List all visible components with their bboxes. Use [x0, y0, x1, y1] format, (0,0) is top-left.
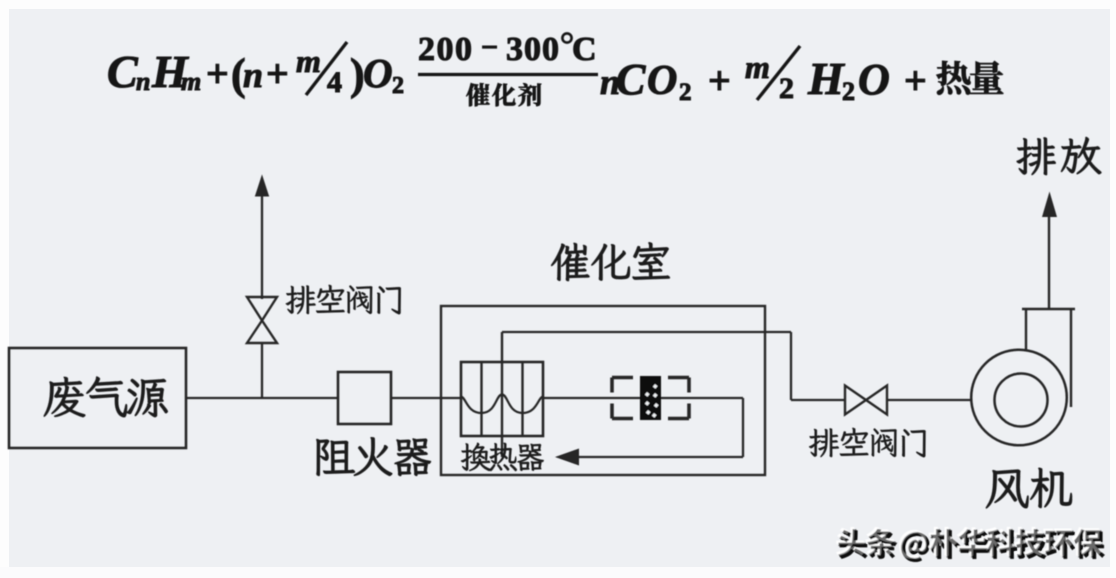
svg-text:C: C — [107, 46, 139, 97]
svg-text:m: m — [745, 49, 770, 85]
svg-text:2: 2 — [679, 79, 692, 106]
svg-text:O: O — [363, 50, 393, 96]
svg-text:n: n — [243, 55, 263, 95]
svg-text:−: − — [481, 31, 498, 64]
svg-text:+: + — [904, 58, 927, 103]
svg-text:n: n — [600, 62, 620, 102]
svg-text:200: 200 — [418, 31, 474, 68]
svg-text:C: C — [572, 31, 597, 68]
svg-text:C: C — [616, 55, 646, 104]
svg-text:m: m — [296, 43, 321, 79]
svg-text:+: + — [266, 51, 289, 96]
svg-text:300: 300 — [506, 31, 560, 68]
svg-text:+: + — [708, 58, 731, 103]
svg-text:H: H — [807, 53, 845, 104]
svg-text:4: 4 — [327, 66, 342, 99]
svg-text:2: 2 — [392, 73, 404, 99]
svg-text:2: 2 — [842, 77, 855, 106]
svg-text:): ) — [350, 50, 365, 99]
svg-text:O: O — [858, 55, 890, 104]
svg-text:(: ( — [231, 50, 246, 99]
svg-text:2: 2 — [779, 72, 794, 105]
svg-text:H: H — [151, 46, 189, 97]
svg-text:O: O — [647, 58, 677, 104]
svg-text:m: m — [181, 67, 201, 96]
svg-text:n: n — [136, 67, 150, 96]
svg-text:+: + — [206, 51, 229, 96]
